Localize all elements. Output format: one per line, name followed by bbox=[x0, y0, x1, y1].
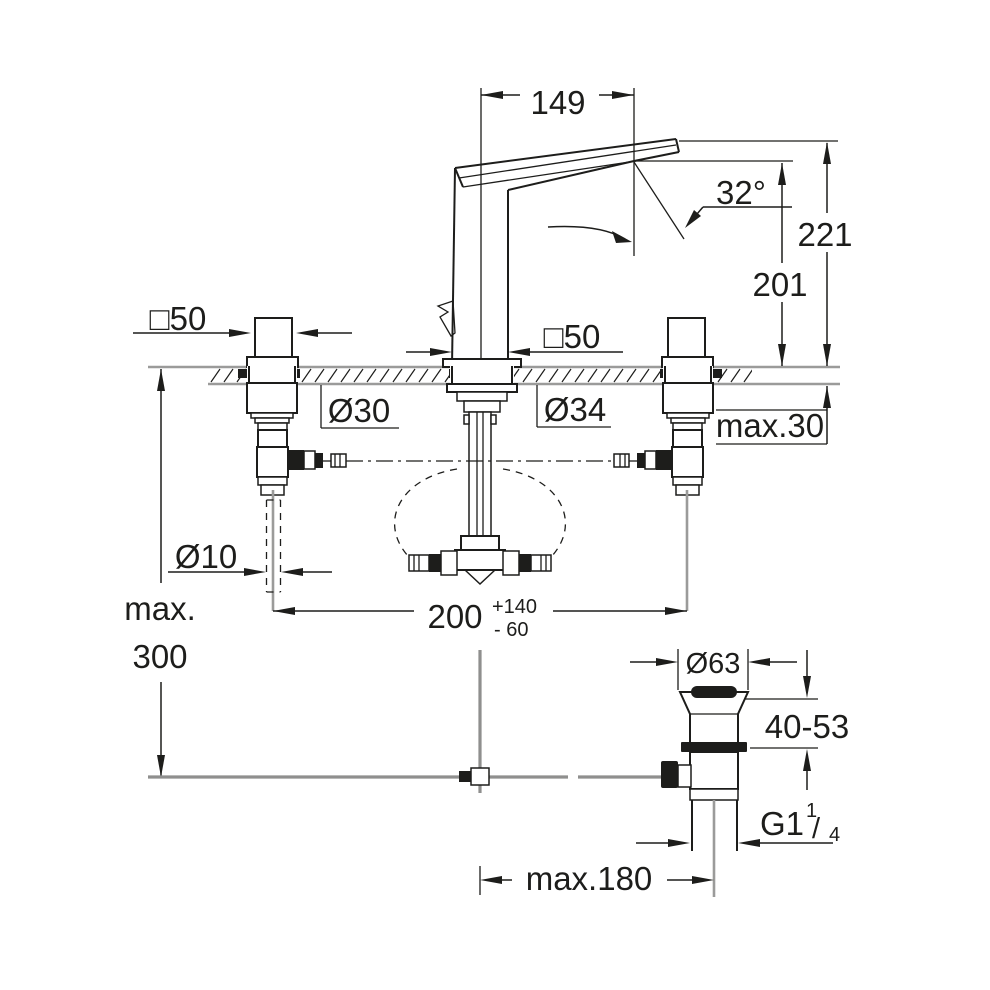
pop-up-waste bbox=[661, 686, 750, 897]
valve-tee-body bbox=[256, 446, 289, 478]
dim-spout-projection: 149 bbox=[481, 84, 635, 256]
dim-handle-square-left: □50 bbox=[133, 300, 352, 337]
dim-handle-square-left-label: □50 bbox=[150, 300, 207, 337]
dim-install-depth-value: 300 bbox=[132, 638, 187, 675]
dim-spout-angle: 32° bbox=[547, 161, 792, 243]
dim-height-outlet-label: 201 bbox=[752, 266, 807, 303]
dim-spout-projection-label: 149 bbox=[530, 84, 585, 121]
waste-lever-knob bbox=[661, 761, 678, 788]
dim-waste-thread-denominator: 4 bbox=[829, 824, 840, 846]
dim-hose-dia: Ø10 bbox=[168, 538, 332, 576]
supply-pipe bbox=[463, 411, 497, 537]
dim-rod-projection-label: max.180 bbox=[526, 860, 653, 897]
dim-waste-thread-numerator: 1 bbox=[806, 800, 817, 822]
dim-install-depth: max. 300 bbox=[124, 369, 196, 777]
dim-install-depth-word: max. bbox=[124, 590, 196, 627]
callout-hole-dia-side: Ø30 bbox=[320, 385, 399, 429]
dim-spout-angle-label: 32° bbox=[716, 174, 766, 211]
tee-side-fitting-right bbox=[502, 468, 567, 576]
dim-hole-spacing-label: 200 bbox=[427, 598, 482, 635]
dim-height-spout-top: 221 bbox=[679, 140, 853, 366]
dim-waste-flange-dia-label: Ø63 bbox=[686, 648, 741, 680]
pop-up-rod-assembly bbox=[148, 650, 662, 793]
spout-mount bbox=[442, 358, 522, 413]
dim-hole-spacing-tol-minus: - 60 bbox=[494, 619, 528, 641]
left-valve-hose bbox=[265, 490, 282, 611]
dim-waste-thread-slash: / bbox=[812, 813, 821, 845]
waste-funnel bbox=[678, 691, 750, 744]
valve-handle bbox=[254, 317, 293, 361]
dim-hole-spacing: 200 +140 - 60 bbox=[273, 596, 687, 641]
callout-hole-dia-center-label: Ø34 bbox=[544, 391, 606, 428]
dim-hose-dia-label: Ø10 bbox=[175, 538, 237, 575]
dim-waste-thread: G1 1 / 4 bbox=[636, 800, 840, 847]
right-valve bbox=[613, 317, 723, 496]
spout-body bbox=[436, 88, 680, 367]
tee-side-fitting-left bbox=[393, 468, 458, 576]
valve-outlet-fitting bbox=[288, 450, 347, 470]
dim-deck-thickness: max.30 bbox=[716, 386, 831, 445]
dim-height-outlet: 201 bbox=[634, 160, 808, 366]
callout-hole-dia-center: Ø34 bbox=[536, 385, 611, 428]
waste-flange-seal bbox=[681, 742, 747, 752]
dim-waste-flange-dia: Ø63 bbox=[630, 648, 797, 690]
dim-body-square-center: □50 bbox=[406, 318, 623, 356]
waste-plug bbox=[691, 686, 737, 698]
dim-deck-thickness-label: max.30 bbox=[716, 407, 824, 444]
valve-base bbox=[246, 356, 299, 368]
rod-coupler bbox=[470, 767, 490, 786]
callout-hole-dia-side-label: Ø30 bbox=[328, 392, 390, 429]
dim-basin-clamp-range: 40-53 bbox=[745, 650, 849, 790]
dim-body-square-center-label: □50 bbox=[544, 318, 601, 355]
dim-hole-spacing-tol-plus: +140 bbox=[492, 596, 537, 618]
waste-body bbox=[689, 751, 739, 790]
dim-height-spout-top-label: 221 bbox=[797, 216, 852, 253]
dim-waste-thread-base: G1 bbox=[760, 805, 804, 842]
tee-connector bbox=[454, 535, 506, 586]
valve-shank bbox=[246, 382, 298, 414]
dim-rod-projection: max.180 bbox=[479, 860, 714, 897]
dim-basin-clamp-range-label: 40-53 bbox=[765, 708, 849, 745]
left-valve bbox=[238, 317, 347, 496]
spout-marker-tag bbox=[436, 300, 456, 337]
